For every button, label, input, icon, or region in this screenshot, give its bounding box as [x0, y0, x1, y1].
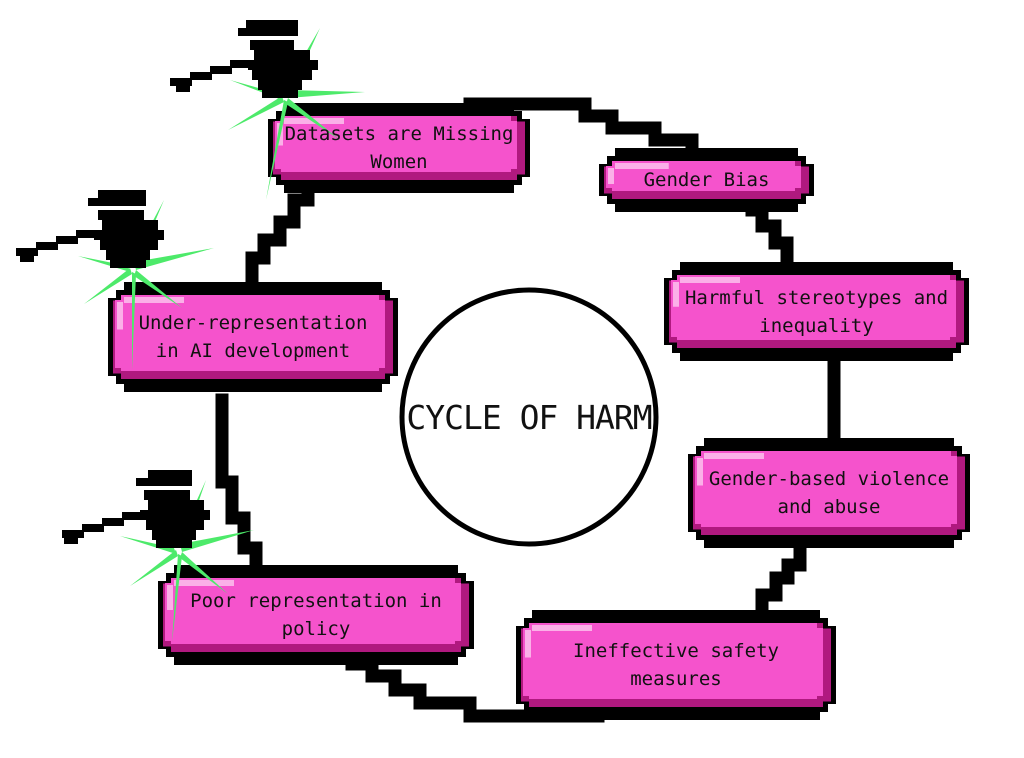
node-pill	[158, 565, 474, 665]
node-shapes	[108, 103, 970, 720]
node-label-line: Gender Bias	[643, 169, 770, 191]
node-pill	[688, 438, 970, 548]
node-label-line: measures	[630, 668, 722, 690]
node-label-line: policy	[281, 618, 351, 640]
center-title: CYCLE OF HARM	[406, 397, 652, 437]
node-label-line: in AI development	[155, 340, 351, 362]
node-label-line: and abuse	[777, 496, 881, 518]
node-gender-based-violence: Gender-based violence and abuse	[688, 438, 970, 548]
node-label: Gender-based violence and abuse	[709, 465, 949, 521]
pickaxe-spark-icon	[16, 190, 214, 370]
node-datasets-missing-women: Datasets are Missing Women	[268, 103, 530, 193]
node-pill	[108, 282, 398, 392]
node-label-line: Poor representation in	[190, 590, 442, 612]
node-label-line: Women	[370, 151, 428, 173]
node-gender-bias: Gender Bias	[599, 148, 814, 212]
center-circle	[399, 287, 659, 547]
node-label: Gender Bias	[644, 166, 770, 194]
node-label: Datasets are Missing Women	[285, 120, 514, 176]
node-under-representation-ai: Under-representation in AI development	[108, 282, 398, 392]
node-pill	[599, 148, 814, 212]
node-harmful-stereotypes: Harmful stereotypes and inequality	[664, 262, 969, 361]
pickaxe-spark-icon	[62, 470, 254, 642]
node-label-line: Ineffective safety	[573, 640, 779, 662]
node-label-line: Under-representation	[138, 312, 368, 334]
node-label: Poor representation in policy	[190, 587, 442, 643]
node-pill	[516, 610, 836, 720]
center-title-container: CYCLE OF HARM	[400, 288, 658, 546]
pickaxe-spark-icon	[170, 20, 365, 200]
node-label-line: Harmful stereotypes and	[684, 286, 949, 309]
node-pill	[268, 103, 530, 193]
node-label-line: Datasets are Missing	[284, 123, 514, 145]
node-label-line: inequality	[759, 314, 874, 337]
node-pill	[664, 262, 969, 361]
node-label: Ineffective safety measures	[573, 637, 779, 693]
node-label: Under-representation in AI development	[139, 309, 368, 365]
node-poor-representation-policy: Poor representation in policy	[158, 565, 474, 665]
node-label: Harmful stereotypes and inequality	[685, 284, 948, 340]
node-label-line: Gender-based violence	[708, 468, 950, 490]
node-ineffective-safety-measures: Ineffective safety measures	[516, 610, 836, 720]
